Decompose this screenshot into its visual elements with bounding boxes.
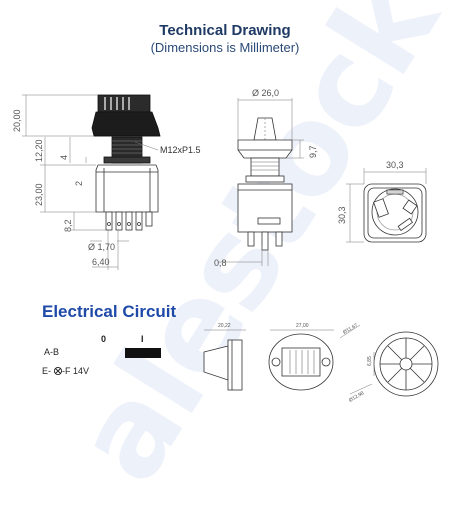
- knob-side: [91, 94, 161, 137]
- lamp-icon: [53, 366, 63, 376]
- dim-11-67: Ø11,67: [342, 322, 359, 335]
- technical-drawing-page: alestock Technical Drawing (Dimensions i…: [12, 0, 450, 505]
- front-view: [237, 117, 293, 251]
- top-view-dimensions: [346, 168, 427, 243]
- side-view-dimensions: [22, 94, 159, 270]
- page-subtitle: (Dimensions is Millimeter): [150, 40, 300, 55]
- dim-1-70: Ø 1,70: [88, 242, 115, 252]
- body-side: [95, 164, 159, 213]
- dim-2: 2: [74, 181, 84, 186]
- front-view-dimensions: [218, 98, 304, 266]
- dim-6-40: 6,40: [92, 257, 110, 267]
- knob-detail-rear-dimensions: [339, 324, 375, 395]
- position-off-label: 0: [101, 334, 106, 344]
- side-view: [91, 94, 161, 231]
- dim-0-8: 0,8: [214, 258, 227, 268]
- page-title: Technical Drawing: [159, 22, 291, 39]
- dim-8: 8,2: [63, 219, 73, 232]
- row-a-b-label: A-B: [44, 347, 59, 357]
- contact-a-b-on: [125, 348, 161, 358]
- position-on-label: I: [141, 334, 144, 344]
- dim-20-22: 20,22: [218, 323, 231, 329]
- dim-26: Ø 26,0: [252, 88, 279, 98]
- dim-30-3-vertical: 30,3: [337, 206, 347, 224]
- dim-23: 23,00: [34, 183, 44, 206]
- dim-12-98: Ø12,98: [348, 390, 365, 404]
- electrical-circuit-table: 0 I A-B E- -F 14V: [42, 334, 161, 376]
- row-f-label: -F 14V: [62, 366, 89, 376]
- dim-4: 4: [59, 155, 69, 160]
- top-view: [363, 183, 427, 243]
- dim-9-7: 9,7: [308, 145, 318, 158]
- dim-6-85: 6,85: [367, 356, 373, 366]
- dim-20: 20,00: [12, 109, 22, 132]
- thread-side: [103, 136, 151, 164]
- row-e-label: E-: [42, 366, 51, 376]
- dim-30-3-horizontal: 30,3: [386, 160, 404, 170]
- dim-27-00: 27,00: [296, 323, 309, 329]
- knob-detail-side: [203, 339, 243, 391]
- terminals-side: [105, 211, 153, 231]
- knob-detail-front: [268, 333, 334, 391]
- thread-label: M12xP1.5: [160, 145, 201, 155]
- drawing-canvas: 20,00 12,20 4 2 23,00 8,2 Ø 1,70 6,40 M1…: [12, 88, 439, 404]
- electrical-circuit-title: Electrical Circuit: [42, 302, 177, 321]
- dim-12: 12,20: [34, 139, 44, 162]
- knob-detail-rear: [373, 331, 439, 397]
